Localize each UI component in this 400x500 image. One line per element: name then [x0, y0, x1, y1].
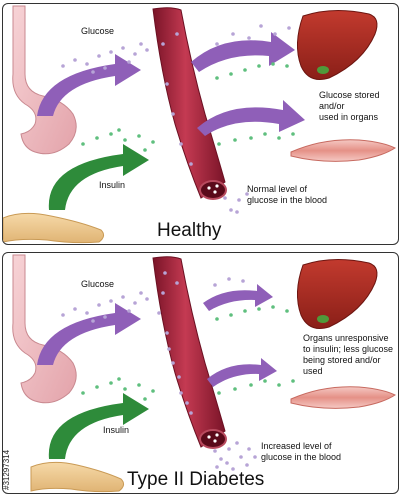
blood-vessel-icon: [152, 256, 227, 449]
muscle-icon: [290, 386, 396, 409]
glucose-particles: [61, 271, 257, 471]
blood-note: Increased level of glucose in the blood: [261, 441, 342, 462]
glucose-arrow-muscle: [207, 358, 277, 387]
pancreas-icon: [30, 461, 125, 493]
glucose-arrow-in: [37, 303, 141, 365]
healthy-illustration: [3, 5, 396, 244]
glucose-arrow-liver: [191, 32, 295, 72]
glucose-arrow-liver: [203, 284, 273, 311]
blood-note: Normal level of glucose in the blood: [247, 184, 328, 205]
glucose-label: Glucose: [81, 279, 115, 289]
blood-vessel-icon: [152, 7, 227, 200]
insulin-label: Insulin: [103, 425, 130, 435]
liver-icon: [297, 9, 378, 80]
insulin-label: Insulin: [99, 180, 126, 190]
muscle-icon: [290, 139, 396, 162]
stock-id-watermark: #31297314: [2, 380, 12, 490]
glucose-arrow-in: [37, 54, 141, 116]
type2-panel: Glucose Insulin Organs unresponsive to i…: [2, 252, 399, 494]
healthy-panel: Glucose Insulin Glucose stored and/or us…: [2, 3, 399, 245]
insulin-arrow: [48, 144, 149, 210]
panel-title: Healthy: [157, 220, 222, 241]
type2-illustration: [12, 254, 396, 493]
insulin-particles: [81, 305, 295, 401]
glucose-arrow-muscle: [197, 100, 305, 136]
liver-icon: [297, 258, 378, 329]
organ-note: Glucose stored and/or used in organs: [319, 90, 380, 122]
glucose-label: Glucose: [81, 26, 115, 36]
organ-note: Organs unresponsive to insulin; less glu…: [303, 333, 394, 376]
insulin-arrow: [48, 393, 149, 459]
pancreas-icon: [3, 212, 105, 244]
glucose-particles: [61, 24, 291, 214]
stock-id-text: #31297314: [2, 449, 11, 490]
insulin-particles: [81, 62, 295, 152]
panel-title: Type II Diabetes: [127, 469, 265, 490]
